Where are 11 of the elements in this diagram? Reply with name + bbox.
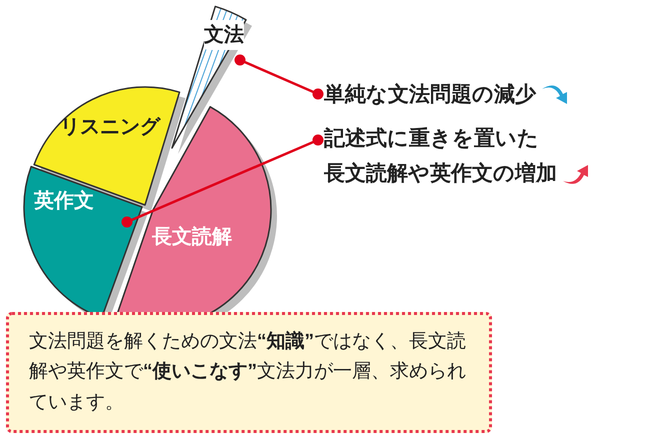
leader-line: [234, 54, 324, 100]
slice-label: リスニング: [60, 116, 160, 138]
callout-text: 単純な文法問題の減少: [324, 82, 536, 108]
callout-text: 記述式に重きを置いた: [324, 126, 539, 152]
slice-label: 文法: [204, 24, 244, 46]
leader-line: [122, 134, 324, 228]
slice-label: 長文読解: [152, 226, 232, 248]
slice-label: 英作文: [34, 190, 94, 212]
note-text: 文法問題を解くための文法“知識”ではなく、長文読解や英作文で“使いこなす”文法力が一層、求められています。: [29, 330, 467, 415]
callout-text: 長文読解や英作文の増加: [324, 160, 557, 187]
note-box: [6, 312, 492, 434]
